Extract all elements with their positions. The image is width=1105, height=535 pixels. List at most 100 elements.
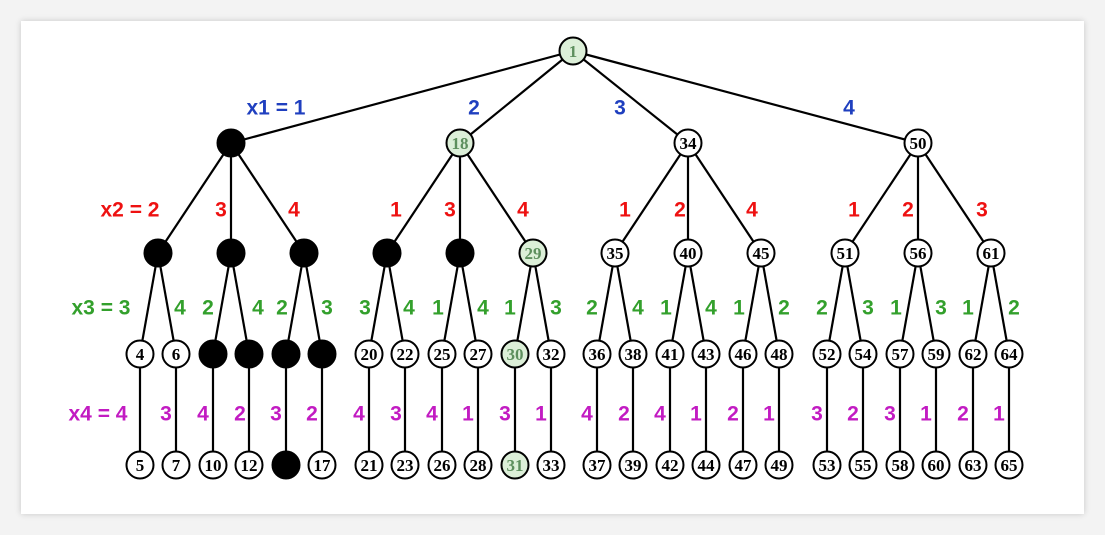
- tree-node-n32: 32: [536, 339, 566, 369]
- edge-label-n29-n30: 1: [504, 297, 516, 320]
- node-circle: [994, 450, 1024, 480]
- edge-label-n50-n51: 1: [848, 199, 860, 222]
- tree-node-n31: 31: [500, 450, 530, 480]
- edge-label-n22-n23: 3: [390, 403, 402, 426]
- node-label: 58: [892, 456, 909, 475]
- edge-n3-n4: [138, 252, 160, 355]
- node-circle: [125, 450, 155, 480]
- node-label: 23: [397, 456, 414, 475]
- node-label: 33: [543, 456, 560, 475]
- edge-n1-n2: [230, 49, 574, 145]
- edge-n19-n22: [385, 252, 407, 355]
- node-label: 17: [314, 456, 332, 475]
- tree-node-n5: 5: [125, 450, 155, 480]
- node-label: 56: [910, 244, 927, 263]
- edge-label-n9-n10: 4: [197, 403, 209, 426]
- tree-node-n17: 17: [307, 450, 337, 480]
- tree-node-n43: 43: [691, 339, 721, 369]
- edge-n35-n38: [613, 252, 635, 355]
- node-circle: [691, 339, 721, 369]
- edge-n13-n16: [302, 252, 324, 355]
- edge-label-n51-n54: 3: [862, 297, 874, 320]
- tree-node-n47: 47: [728, 450, 758, 480]
- node-circle: [445, 238, 475, 268]
- level-label-x4: x4 = 4: [69, 403, 128, 426]
- tree-node-n30: 30: [500, 339, 530, 369]
- node-circle: [307, 450, 337, 480]
- node-label: 65: [1001, 456, 1018, 475]
- edge-n8-n9: [211, 252, 233, 355]
- tree-node-n41: 41: [655, 339, 685, 369]
- edge-label-n24-n27: 4: [477, 297, 489, 320]
- node-circle: [234, 339, 264, 369]
- node-label: 6: [172, 345, 181, 364]
- tree-node-n13: [289, 238, 319, 268]
- node-label: 39: [625, 456, 642, 475]
- tree-node-n51: 51: [830, 238, 860, 268]
- node-label: 57: [892, 345, 910, 364]
- node-circle: [994, 339, 1024, 369]
- tree-node-n24: [445, 238, 475, 268]
- edge-label-n27-n28: 1: [462, 403, 474, 426]
- edge-label-n13-n16: 3: [321, 297, 333, 320]
- node-label: 28: [470, 456, 487, 475]
- tree-node-n16: [307, 339, 337, 369]
- edge-label-n13-n14: 2: [276, 297, 288, 320]
- edge-label-n56-n59: 3: [935, 297, 947, 320]
- edge-n1-n50: [572, 49, 919, 145]
- level-label-x2: x2 = 2: [101, 199, 160, 222]
- edge-n2-n3: [157, 142, 232, 254]
- tree-node-n25: 25: [427, 339, 457, 369]
- node-label: 7: [172, 456, 181, 475]
- node-circle: [234, 450, 264, 480]
- node-circle: [958, 450, 988, 480]
- node-label: 62: [965, 345, 982, 364]
- node-label: 61: [983, 244, 1000, 263]
- node-label: 54: [855, 345, 873, 364]
- tree-node-n56: 56: [903, 238, 933, 268]
- node-label: 52: [819, 345, 836, 364]
- node-circle: [427, 450, 457, 480]
- tree-node-n7: 7: [161, 450, 191, 480]
- tree-node-n37: 37: [582, 450, 612, 480]
- tree-node-n34: 34: [673, 128, 703, 158]
- tree-node-n59: 59: [921, 339, 951, 369]
- edge-label-n34-n45: 4: [746, 199, 758, 222]
- node-circle: [728, 450, 758, 480]
- node-circle: [921, 450, 951, 480]
- node-circle: [691, 450, 721, 480]
- edge-n24-n27: [458, 252, 480, 355]
- node-circle: [764, 339, 794, 369]
- node-circle: [198, 339, 228, 369]
- node-circle: [354, 339, 384, 369]
- node-label: 26: [434, 456, 451, 475]
- node-circle: [500, 450, 530, 480]
- tree-node-n4: 4: [125, 339, 155, 369]
- edge-label-n18-n29: 4: [517, 199, 529, 222]
- edge-n1-n18: [459, 50, 574, 144]
- edge-n29-n32: [531, 252, 553, 355]
- tree-node-n9: [198, 339, 228, 369]
- tree-node-n14: [271, 339, 301, 369]
- node-label: 45: [753, 244, 770, 263]
- node-circle: [216, 128, 246, 158]
- tree-node-n49: 49: [764, 450, 794, 480]
- edge-label-n43-n44: 1: [690, 403, 702, 426]
- edge-n50-n61: [917, 142, 992, 254]
- tree-node-n38: 38: [618, 339, 648, 369]
- tree-node-n19: [372, 238, 402, 268]
- edge-n34-n35: [614, 142, 689, 254]
- node-circle: [848, 339, 878, 369]
- node-circle: [728, 339, 758, 369]
- tree-node-n65: 65: [994, 450, 1024, 480]
- node-label: 41: [662, 345, 679, 364]
- node-circle: [558, 36, 588, 66]
- node-circle: [848, 450, 878, 480]
- tree-node-n62: 62: [958, 339, 988, 369]
- tree-node-n1: 1: [558, 36, 588, 66]
- edge-n51-n52: [825, 252, 847, 355]
- edge-n61-n62: [971, 252, 993, 355]
- tree-node-n3: [143, 238, 173, 268]
- tree-node-n21: 21: [354, 450, 384, 480]
